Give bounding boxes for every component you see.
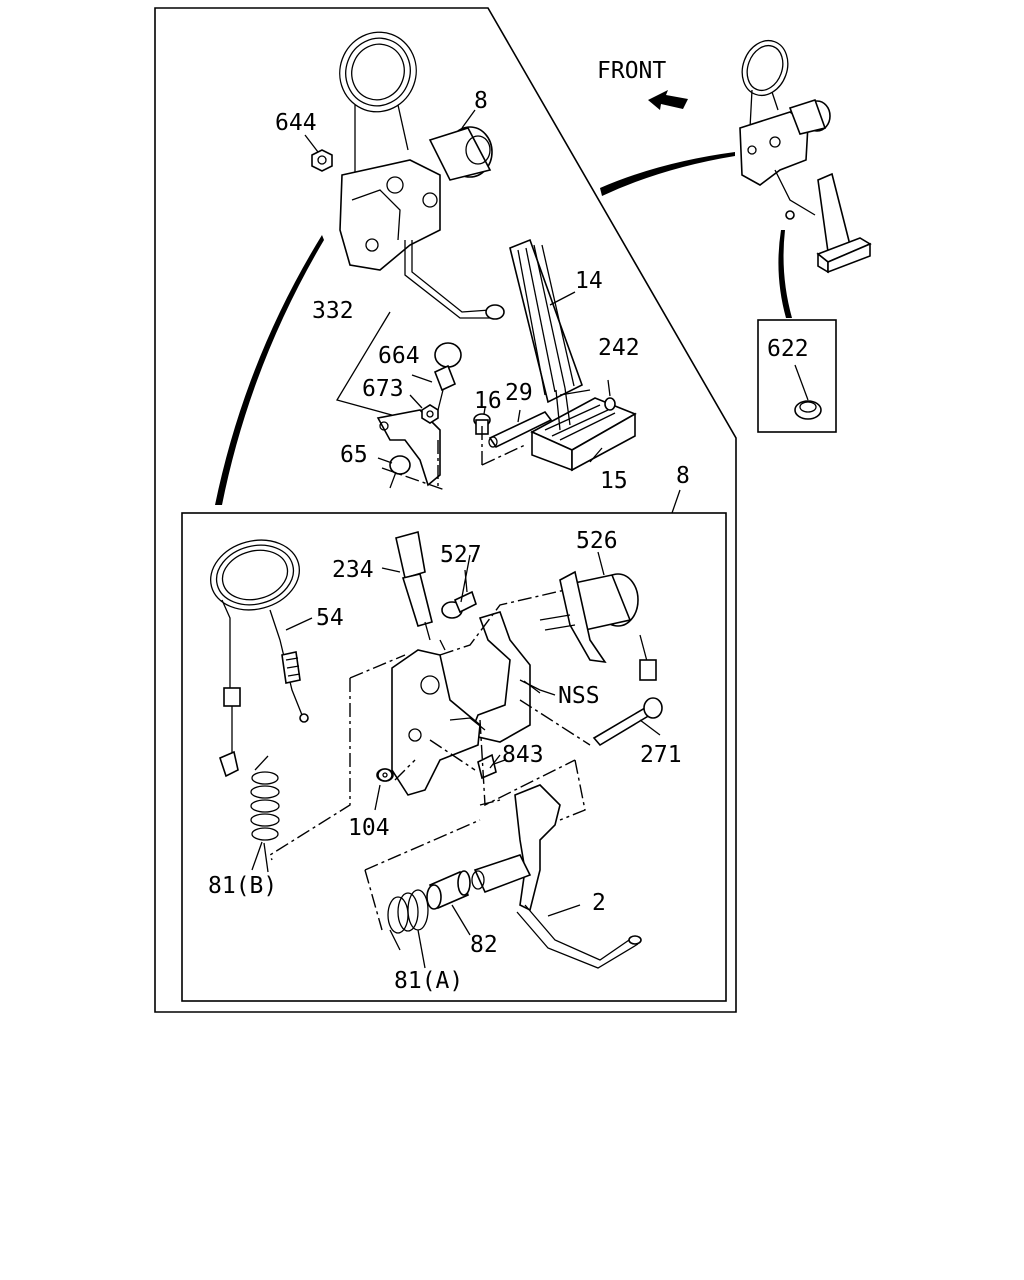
lever-2 (471, 784, 642, 969)
label-527: 527 (440, 542, 482, 568)
callout-arc-left (215, 235, 324, 505)
label-673: 673 (362, 376, 404, 402)
label-664: 664 (378, 343, 420, 369)
inset-overview (739, 39, 872, 274)
label-NSS: NSS (558, 683, 600, 709)
label-271: 271 (640, 742, 682, 768)
label-29: 29 (505, 380, 533, 406)
label-54: 54 (316, 605, 344, 631)
grommet-622-box (757, 319, 837, 433)
bolt-527 (441, 569, 477, 619)
bolt-271 (592, 697, 663, 747)
dashed-guide-upper (481, 425, 526, 466)
clip-242 (604, 379, 616, 411)
label-8-box: 8 (676, 463, 690, 489)
leader-lines (263, 489, 681, 873)
label-2: 2 (592, 890, 606, 916)
bracket-332 (336, 311, 462, 491)
callout-arc-top (600, 152, 735, 196)
pedal-pad-14 (509, 238, 583, 404)
label-104: 104 (348, 815, 390, 841)
label-526: 526 (576, 528, 618, 554)
bushing-82 (426, 870, 471, 936)
pin-29 (488, 409, 553, 449)
outer-frame (154, 7, 737, 1013)
label-644: 644 (275, 110, 317, 136)
label-16: 16 (474, 388, 502, 414)
bolt-16 (473, 407, 491, 435)
label-81A: 81(A) (394, 968, 463, 994)
lever-bracket (374, 639, 486, 811)
label-14: 14 (575, 268, 603, 294)
label-8-top: 8 (474, 88, 488, 114)
pedal-base-15 (530, 387, 637, 472)
label-622: 622 (767, 336, 809, 362)
spring-81A (387, 889, 429, 969)
label-65: 65 (340, 442, 368, 468)
front-indicator: FRONT (597, 58, 688, 110)
sensor-234 (381, 530, 433, 641)
label-234: 234 (332, 557, 374, 583)
label-332: 332 (312, 298, 354, 324)
detail-box (181, 512, 727, 1002)
label-81B: 81(B) (208, 873, 277, 899)
spring-81B (250, 755, 280, 871)
pedal-assembly-top (304, 31, 505, 320)
label-82: 82 (470, 932, 498, 958)
bracket-NSS (468, 611, 556, 743)
motor-526 (539, 551, 657, 681)
cable-54 (210, 539, 313, 778)
label-242: 242 (598, 335, 640, 361)
label-843: 843 (502, 742, 544, 768)
label-15: 15 (600, 468, 628, 494)
dashed-guides-detail (269, 589, 591, 931)
front-label: FRONT (597, 58, 666, 84)
callout-arc-right (778, 230, 792, 318)
washer-104 (377, 768, 393, 782)
front-arrow-icon (648, 90, 688, 110)
